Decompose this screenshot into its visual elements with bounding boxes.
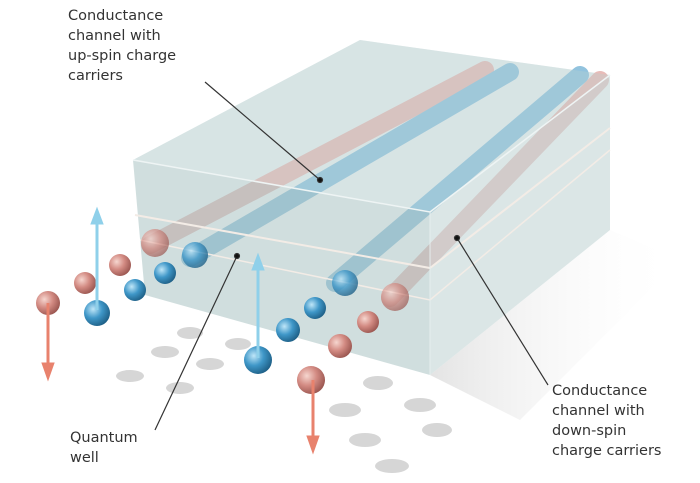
down-spin-arrow-icon	[306, 380, 320, 455]
label-down-spin-channel: Conductance channel with down-spin charg…	[552, 383, 662, 459]
up-spin-arrow-icon	[90, 206, 104, 310]
slab-shadow	[430, 230, 680, 420]
carriers	[36, 229, 409, 394]
down-spin-arrow-icon	[41, 303, 55, 382]
label-up-spin-channel: Conductance channel with up-spin charge …	[68, 8, 177, 84]
up-spin-arrow-icon	[251, 252, 265, 358]
label-quantum-well: Quantum well	[70, 430, 138, 466]
semiconductor-slab	[132, 40, 611, 375]
leader-lines	[154, 81, 549, 431]
ground-shadows	[116, 327, 452, 473]
